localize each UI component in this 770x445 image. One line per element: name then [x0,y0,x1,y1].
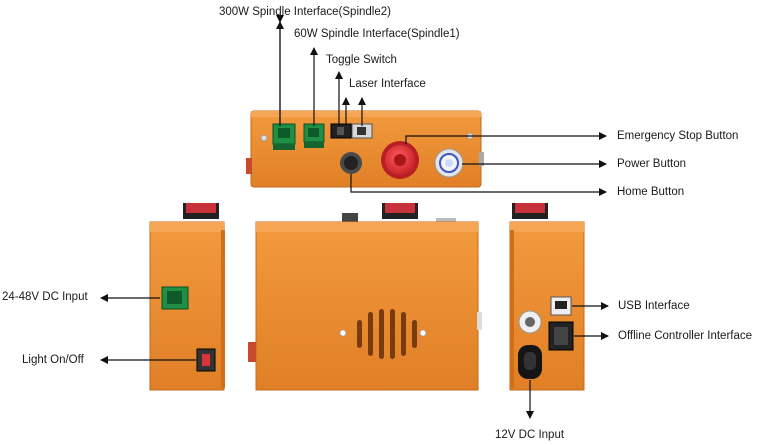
emergency-stop-button [381,141,419,179]
leader-lines [100,15,609,419]
home-button [340,152,362,174]
top-view [246,110,484,188]
home-label: Home Button [617,186,685,198]
dc-input-connector [161,286,189,310]
estop-label: Emergency Stop Button [617,130,739,142]
vent-slots [357,309,417,359]
light-label: Light On/Off [22,354,84,366]
laser-interface [351,123,373,139]
power-label: Power Button [617,158,687,170]
spindle2-label: 300W Spindle Interface(Spindle2) [219,6,391,18]
power-button [434,148,464,178]
offline-controller-port [548,321,574,351]
spindle1-connector [303,123,325,148]
light-switch [196,348,216,372]
dc12-jack [518,310,542,379]
offline-label: Offline Controller Interface [618,330,753,342]
front-view [248,203,482,391]
left-view [149,203,225,391]
dc12-label: 12V DC Input [495,429,565,441]
screw-icon [339,329,347,337]
usb-port [550,296,572,316]
spindle1-label: 60W Spindle Interface(Spindle1) [294,28,460,40]
toggle-label: Toggle Switch [326,54,397,66]
laser-label: Laser Interface [349,78,426,90]
screw-icon [260,134,268,142]
spindle2-connector [272,123,296,150]
usb-label: USB Interface [618,300,690,312]
side-switch-nub [246,158,252,174]
toggle-switch [330,123,352,139]
right-view [509,203,585,391]
screw-icon [419,329,427,337]
dc-input-label: 24-48V DC Input [2,291,88,303]
